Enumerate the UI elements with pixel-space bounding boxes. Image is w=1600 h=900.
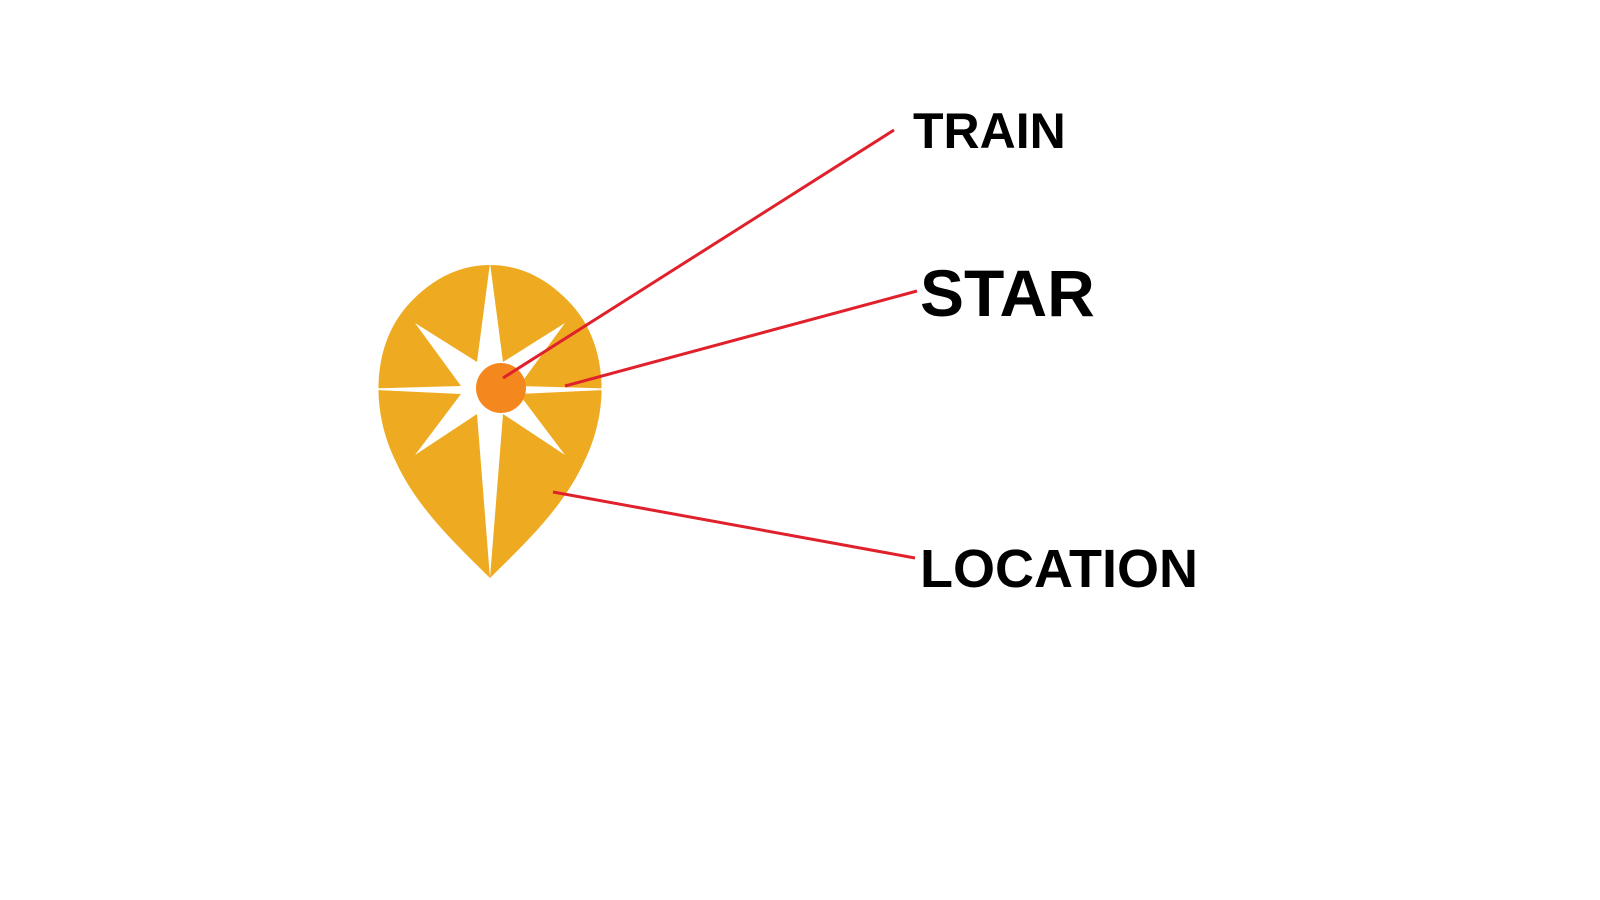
train-leader-line bbox=[502, 128, 895, 380]
star-leader-line bbox=[564, 289, 918, 388]
compass-star-icon bbox=[355, 263, 625, 578]
center-dot-icon bbox=[476, 363, 526, 413]
star-label: STAR bbox=[920, 256, 1095, 330]
location-leader-line bbox=[552, 490, 916, 560]
location-label: LOCATION bbox=[920, 539, 1198, 599]
train-label: TRAIN bbox=[913, 103, 1066, 159]
